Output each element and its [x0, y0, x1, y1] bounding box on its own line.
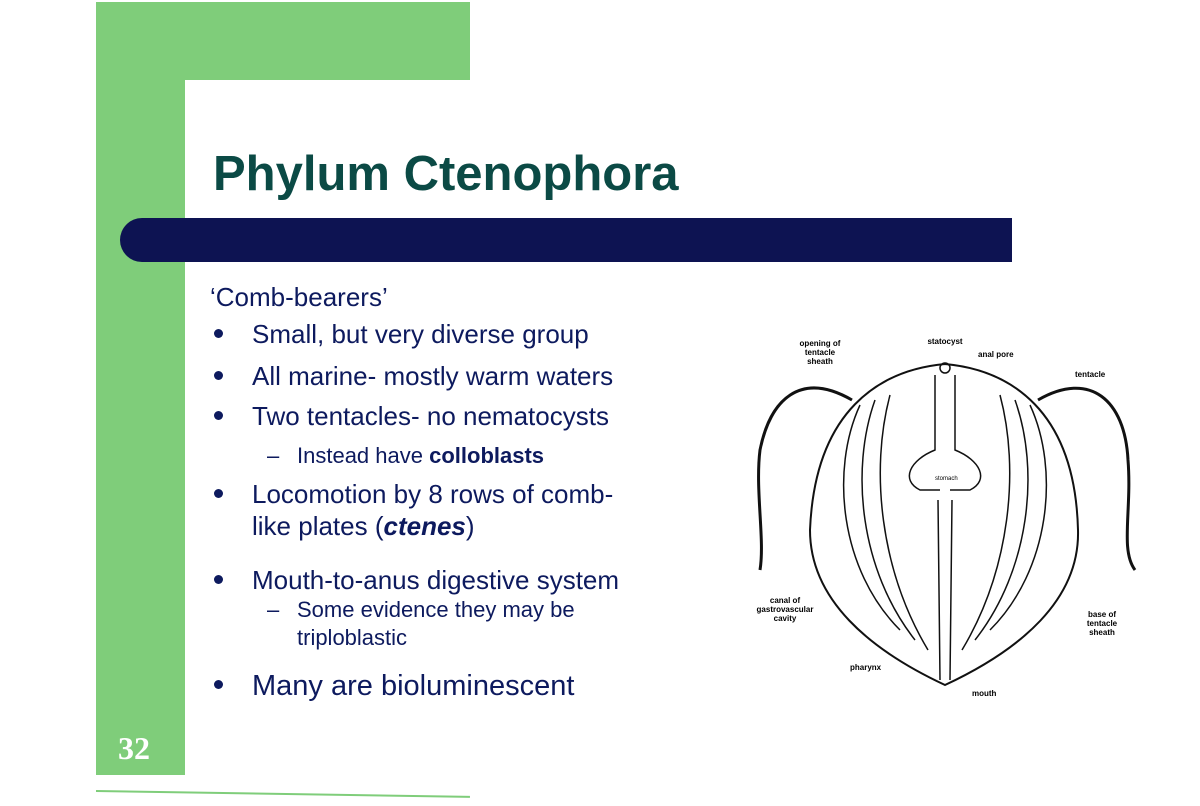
- svg-text:base of: base of: [1088, 610, 1116, 619]
- svg-text:statocyst: statocyst: [927, 337, 962, 346]
- svg-text:stomach: stomach: [935, 476, 958, 482]
- ctenophore-diagram: statocyst opening of tentacle sheath ana…: [757, 337, 1137, 698]
- bullet-dot: [214, 328, 223, 338]
- intro-text: ‘Comb-bearers’: [210, 282, 388, 312]
- bullet-dot: [214, 679, 223, 689]
- svg-text:sheath: sheath: [1089, 628, 1115, 637]
- svg-text:opening of: opening of: [800, 339, 841, 348]
- bullet-item: Small, but very diverse group: [210, 318, 589, 350]
- svg-text:tentacle: tentacle: [805, 348, 836, 357]
- svg-text:mouth: mouth: [972, 689, 997, 698]
- bullet-dot: [214, 410, 223, 420]
- bullet-item: All marine- mostly warm waters: [210, 360, 613, 392]
- bullet-dot: [214, 574, 223, 584]
- left-tentacle: [757, 386, 853, 571]
- slide-title: Phylum Ctenophora: [213, 147, 679, 201]
- bullet-item: Two tentacles- no nematocysts: [210, 400, 609, 432]
- page-number: 32: [118, 730, 150, 766]
- svg-text:cavity: cavity: [774, 614, 797, 623]
- svg-text:tentacle: tentacle: [1087, 619, 1118, 628]
- sub-bullet-item: –Instead have colloblasts: [267, 443, 545, 468]
- svg-text:tentacle: tentacle: [1075, 370, 1106, 379]
- bullet-dot: [214, 488, 223, 498]
- footer-line: [95, 790, 470, 798]
- green-side-strip: [96, 2, 185, 775]
- card-corner: [185, 80, 245, 140]
- svg-text:sheath: sheath: [807, 357, 833, 366]
- bullet-dot: [214, 370, 223, 380]
- stomach: [908, 375, 982, 491]
- comb-rows: [842, 394, 1048, 651]
- bullet-item: Locomotion by 8 rows of comb-like plates…: [210, 478, 613, 542]
- right-tentacle: [1037, 386, 1137, 571]
- body-outline: [808, 362, 1080, 687]
- svg-text:anal pore: anal pore: [978, 350, 1014, 359]
- svg-text:canal of: canal of: [770, 596, 801, 605]
- svg-text:gastrovascular: gastrovascular: [757, 605, 814, 614]
- svg-text:pharynx: pharynx: [850, 663, 882, 672]
- bullet-item: Mouth-to-anus digestive system: [210, 564, 619, 596]
- title-underline-bar: [120, 218, 1012, 262]
- pharynx: [937, 499, 953, 681]
- statocyst: [939, 362, 951, 374]
- bullet-item: Many are bioluminescent: [210, 670, 574, 702]
